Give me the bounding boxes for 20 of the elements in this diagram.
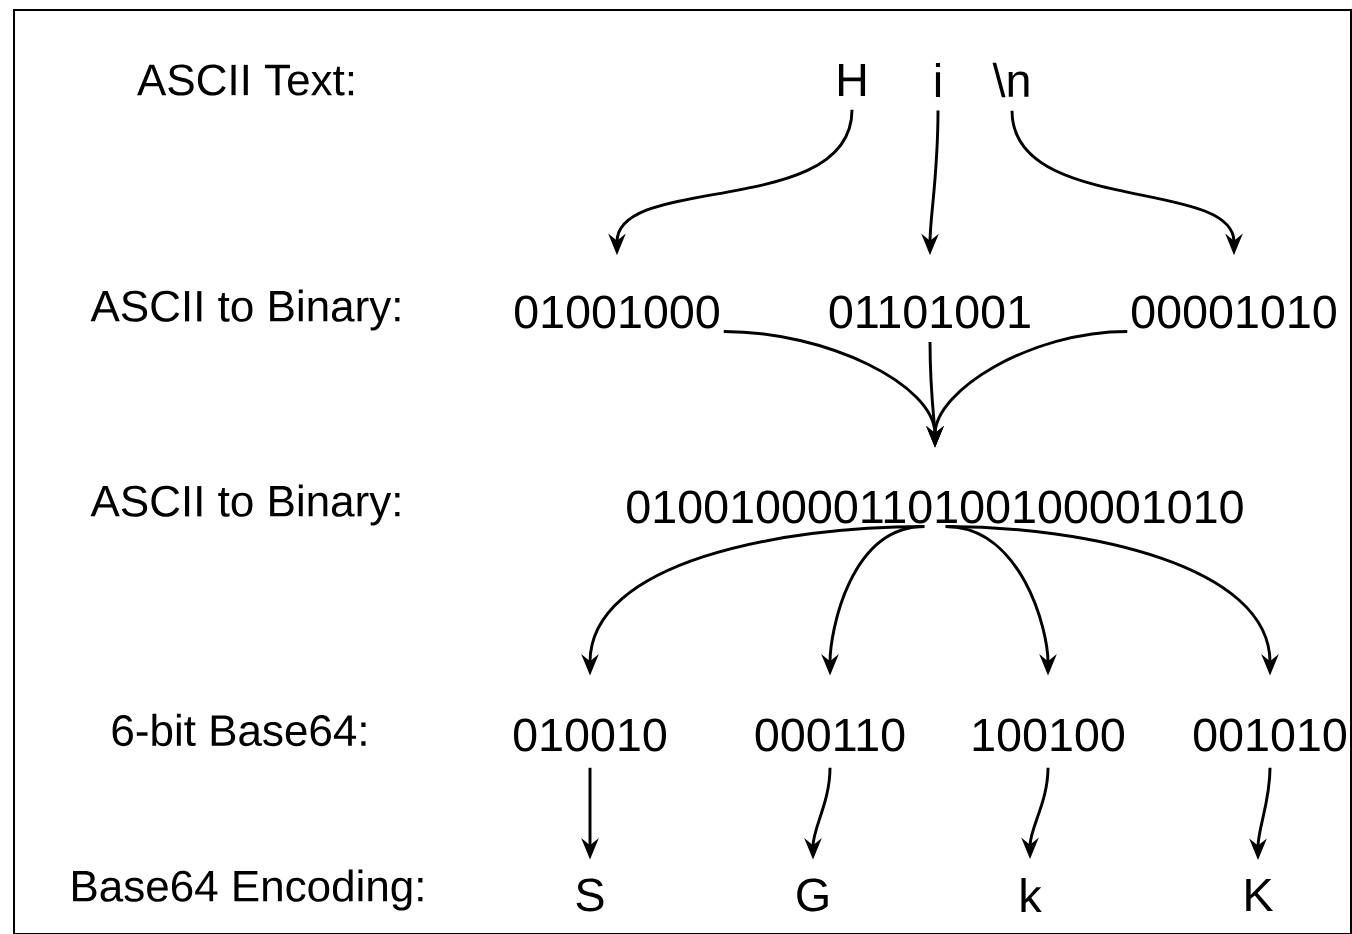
value-text: 001010 (1193, 718, 1346, 752)
value-text: S (576, 878, 604, 912)
value-text: 000110 (755, 718, 905, 752)
value-text: H (839, 63, 866, 97)
value-text: k (1021, 878, 1042, 912)
value-text: K (1246, 878, 1274, 912)
row-label: Base64 Encoding: (73, 869, 423, 911)
value-text: 010010 (513, 718, 666, 752)
value-text: 01001000 (515, 295, 719, 329)
value-text: 100100 (973, 718, 1124, 752)
row-label: ASCII to Binary: (90, 484, 400, 526)
value-text: 010010000110100100001010 (627, 490, 1243, 524)
value-text: i (935, 63, 941, 97)
value-text: \n (992, 62, 1029, 98)
value-text: 00001010 (1132, 295, 1336, 329)
row-label: ASCII to Binary: (90, 289, 400, 331)
value-text: G (797, 878, 828, 912)
row-label: ASCII Text: (137, 64, 354, 96)
row-label: 6-bit Base64: (112, 713, 366, 747)
value-text: 01101001 (829, 295, 1030, 329)
